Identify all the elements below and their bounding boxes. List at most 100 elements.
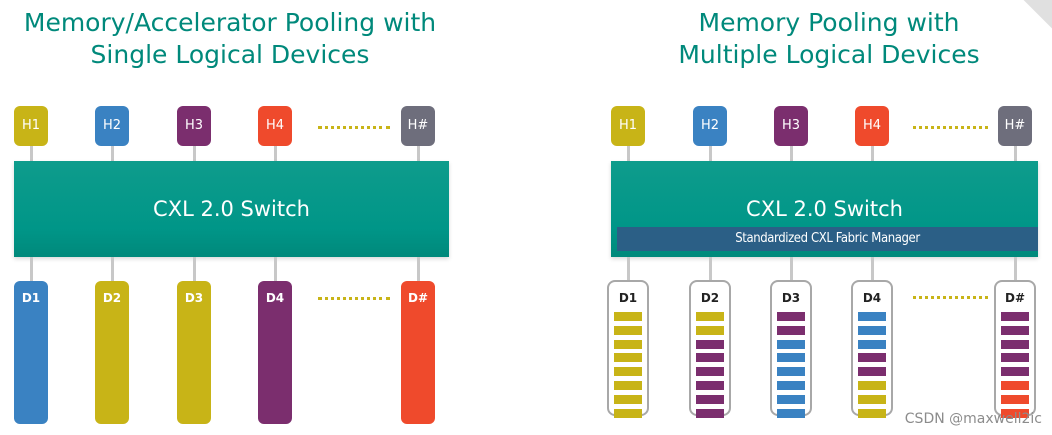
left-device-label: D1 [21,291,41,305]
memory-slice [696,353,724,363]
left-host-connector [29,146,33,161]
left-device-connector [416,257,420,281]
right-host-ellipsis [913,126,988,129]
left-device-label: D4 [265,291,285,305]
right-switch-label: CXL 2.0 Switch [746,197,903,221]
right-device-label: D1 [618,291,638,305]
right-device-connector [870,257,874,280]
right-device-label: D4 [862,291,882,305]
right-host-5: H# [998,106,1032,146]
right-host-1: H1 [611,106,645,146]
memory-slice [1001,325,1029,335]
memory-slice [1001,353,1029,363]
left-host-connector [273,146,277,161]
memory-slice [777,380,805,390]
memory-slice [777,394,805,404]
left-device-connector [29,257,33,281]
right-device-ellipsis [913,296,988,299]
right-device-5: D# [994,280,1036,418]
memory-slice [858,312,886,321]
memory-slice [696,339,724,349]
left-host-5: H# [401,106,435,146]
memory-slice [614,408,642,418]
left-host-2: H2 [95,106,129,146]
left-host-ellipsis [318,126,390,129]
memory-slice [858,367,886,377]
memory-slices [777,312,805,422]
right-device-label: D# [1004,291,1025,305]
left-device-connector [110,257,114,281]
memory-slice [696,325,724,335]
corner-decoration [1012,0,1052,40]
right-device-4: D4 [851,280,893,418]
left-host-connector [192,146,196,161]
left-device-connector [273,257,277,281]
left-host-1: H1 [14,106,48,146]
left-host-connector [416,146,420,161]
memory-slice [858,353,886,363]
left-device-2: D2 [95,281,129,424]
memory-slice [777,367,805,377]
left-host-label: H1 [21,118,41,133]
memory-slices [1001,312,1029,422]
left-title-line2: Single Logical Devices [90,40,370,69]
left-host-label: H2 [102,118,122,133]
memory-slice [696,380,724,390]
memory-slice [614,353,642,363]
right-host-label: H1 [618,118,638,133]
memory-slice [1001,312,1029,321]
right-device-2: D2 [689,280,731,418]
right-host-label: H# [1004,118,1026,133]
left-host-3: H3 [177,106,211,146]
memory-slice [614,325,642,335]
memory-slice [777,408,805,418]
memory-slice [777,353,805,363]
left-title: Memory/Accelerator Pooling with Single L… [10,7,450,71]
memory-slice [858,325,886,335]
left-device-3: D3 [177,281,211,424]
memory-slice [696,408,724,418]
left-device-ellipsis [318,297,390,300]
memory-slice [614,367,642,377]
memory-slice [858,380,886,390]
memory-slice [1001,380,1029,390]
right-host-label: H3 [781,118,801,133]
memory-slice [614,312,642,321]
right-title: Memory Pooling with Multiple Logical Dev… [610,7,1048,71]
memory-slice [696,394,724,404]
right-device-connector [626,257,630,280]
right-device-label: D3 [781,291,801,305]
memory-slice [696,312,724,321]
memory-slice [858,408,886,418]
memory-slice [1001,394,1029,404]
watermark: CSDN @maxwell2ic [904,411,1042,427]
right-device-label: D2 [700,291,720,305]
memory-slice [1001,339,1029,349]
right-host-connector [708,146,712,161]
right-host-4: H4 [855,106,889,146]
left-host-4: H4 [258,106,292,146]
memory-slice [858,339,886,349]
left-device-label: D# [407,291,428,305]
memory-slice [614,394,642,404]
memory-slices [858,312,886,422]
left-device-connector [192,257,196,281]
memory-slice [614,380,642,390]
left-host-label: H# [407,118,429,133]
right-host-label: H2 [700,118,720,133]
right-host-connector [870,146,874,161]
left-host-label: H3 [184,118,204,133]
left-host-label: H4 [265,118,285,133]
left-device-label: D3 [184,291,204,305]
right-device-connector [708,257,712,280]
right-device-1: D1 [607,280,649,418]
right-title-line2: Multiple Logical Devices [678,40,980,69]
memory-slice [858,394,886,404]
memory-slices [696,312,724,422]
left-device-label: D2 [102,291,122,305]
right-host-label: H4 [862,118,882,133]
memory-slice [696,367,724,377]
memory-slice [1001,408,1029,418]
right-device-connector [1013,257,1017,280]
left-switch-label: CXL 2.0 Switch [153,197,310,221]
